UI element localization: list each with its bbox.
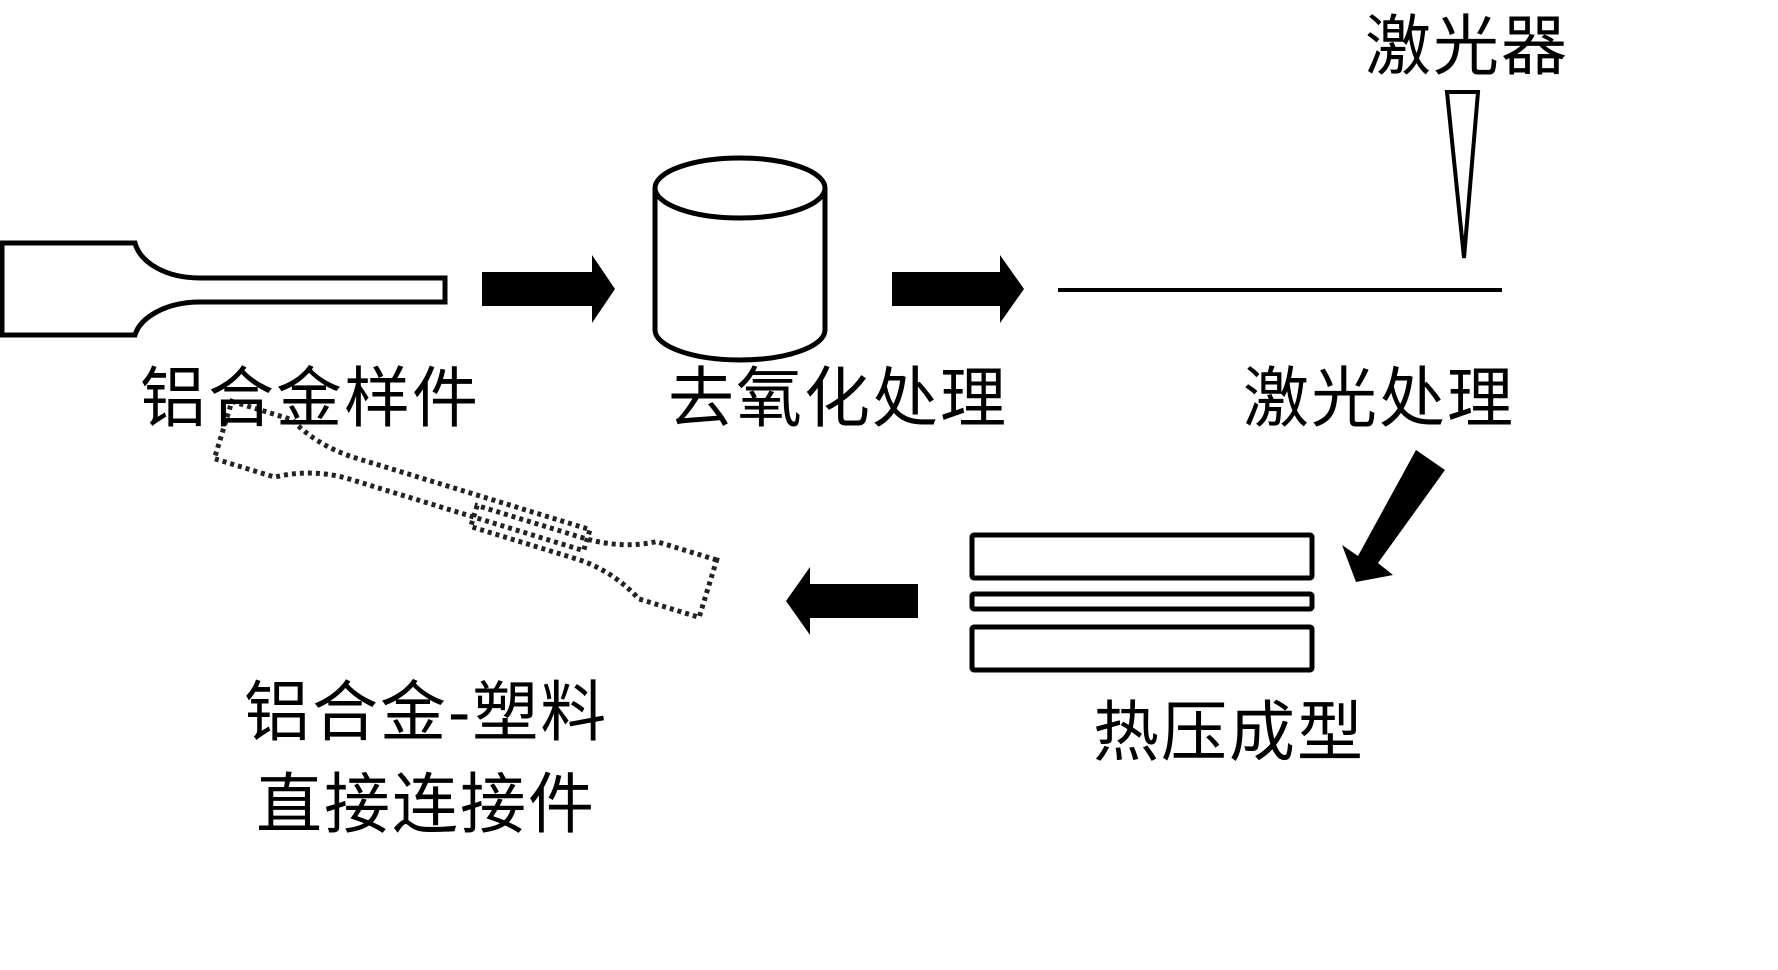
arrow-left-icon bbox=[786, 567, 918, 635]
aluminum-sample-icon bbox=[0, 240, 448, 338]
step-label-joint-line1: 铝合金-塑料 bbox=[244, 674, 609, 751]
step-label-joint-line2: 直接连接件 bbox=[256, 766, 596, 843]
step-label-laser: 激光处理 bbox=[1243, 360, 1515, 437]
arrow-down-left-icon bbox=[1342, 450, 1445, 582]
laser-device-label: 激光器 bbox=[1365, 8, 1569, 85]
hotpress-stack-icon bbox=[969, 532, 1315, 673]
step-label-deoxidize: 去氧化处理 bbox=[668, 360, 1008, 437]
deoxidation-cylinder-icon bbox=[652, 155, 828, 363]
laser-beam-icon bbox=[1444, 90, 1481, 259]
arrow-right-1-icon bbox=[482, 255, 615, 323]
arrow-right-2-icon bbox=[892, 255, 1024, 323]
step-label-hotpress: 热压成型 bbox=[1093, 694, 1365, 771]
joined-part-icon bbox=[211, 398, 720, 621]
step-label-sample: 铝合金样件 bbox=[140, 360, 480, 437]
